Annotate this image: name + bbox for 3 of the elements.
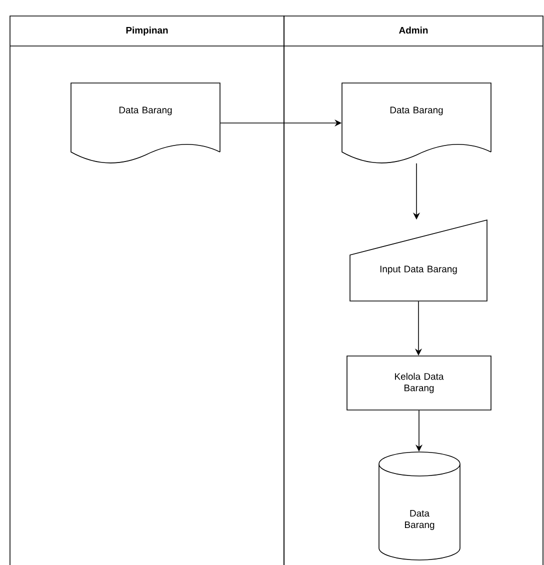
document-shape: Data Barang — [70, 82, 220, 164]
process-box: Kelola Data Barang — [346, 356, 492, 410]
document-shape: Data Barang — [342, 82, 492, 164]
